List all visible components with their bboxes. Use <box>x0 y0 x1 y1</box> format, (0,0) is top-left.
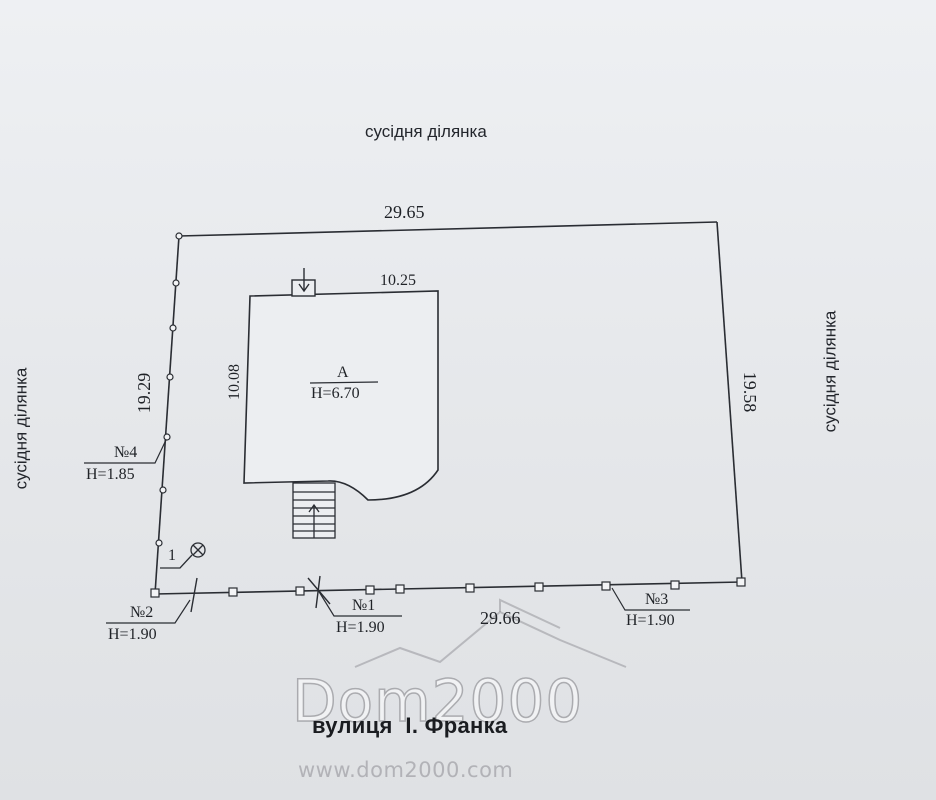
house-height-dimension: 10.08 <box>226 364 243 400</box>
well-circle <box>190 542 206 558</box>
fence-post <box>175 232 183 240</box>
entrance-marker <box>291 268 316 297</box>
point-2-number: №2 <box>130 604 154 621</box>
fence-post <box>365 585 375 595</box>
well-symbol <box>160 542 206 569</box>
fence-post <box>670 580 680 590</box>
left-fence-posts <box>155 232 183 547</box>
point-leaders <box>84 439 690 624</box>
neighbor-top-label: сусідня ділянка <box>365 122 487 141</box>
gate-marks <box>190 575 331 613</box>
porch-stairs <box>292 482 336 539</box>
fence-post <box>169 324 177 332</box>
house-width-dimension: 10.25 <box>380 272 416 289</box>
house-a-outline <box>243 290 439 501</box>
gate-mark <box>315 575 321 609</box>
fence-post <box>150 588 160 598</box>
house-a-shape <box>243 290 439 501</box>
point-1-leader <box>317 589 402 617</box>
point-4-height: Н=1.85 <box>86 466 135 483</box>
watermark-roof-line <box>354 610 627 668</box>
point-4-number: №4 <box>114 444 138 461</box>
fence-post <box>159 486 167 494</box>
fence-post <box>295 586 305 596</box>
fence-post <box>172 279 180 287</box>
fence-post <box>736 577 746 587</box>
point-1-height: Н=1.90 <box>336 619 385 636</box>
fence-post <box>395 584 405 594</box>
point-3-height: Н=1.90 <box>626 612 675 629</box>
point-2-height: Н=1.90 <box>108 626 157 643</box>
point-3-number: №3 <box>645 591 669 608</box>
fence-post <box>228 587 238 597</box>
fence-post <box>465 583 475 593</box>
plot-bottom-dimension: 29.66 <box>480 608 521 628</box>
building-letter: А <box>337 364 349 381</box>
well-leader <box>160 554 193 569</box>
entrance-arrow-head <box>298 283 310 293</box>
neighbor-right-label: сусідня ділянка <box>820 310 840 433</box>
fence-post <box>155 539 163 547</box>
point-3-leader <box>611 587 690 611</box>
fence-post <box>534 582 544 592</box>
boundary-bottom <box>154 581 743 595</box>
point-1-number: №1 <box>352 597 376 614</box>
boundary-right <box>716 221 743 583</box>
point-2-leader <box>106 599 191 624</box>
house-label-divider <box>309 381 379 384</box>
boundary-top <box>178 221 718 237</box>
fence-post <box>166 373 174 381</box>
building-height: Н=6.70 <box>311 385 360 402</box>
watermark-url: www.dom2000.com <box>298 758 514 782</box>
watermark-brand: Dom2000 <box>291 667 584 735</box>
plot-top-dimension: 29.65 <box>384 202 425 222</box>
street-name: вулиця І. Франка <box>312 713 508 738</box>
well-cross <box>192 544 204 556</box>
point-4-leader <box>84 439 167 464</box>
neighbor-left-label: сусідня ділянка <box>11 367 31 490</box>
watermark-roof <box>354 598 627 668</box>
fence-post <box>601 581 611 591</box>
stair-arrow-head <box>308 503 320 513</box>
plot-boundary <box>154 221 743 595</box>
plot-right-dimension: 19.58 <box>740 371 760 413</box>
watermark-roof-line <box>499 598 561 629</box>
bottom-fence-posts <box>150 577 746 598</box>
fence-post <box>163 433 171 441</box>
boundary-left <box>154 235 180 595</box>
plot-left-dimension: 19.29 <box>134 372 154 414</box>
well-label: 1 <box>168 547 176 564</box>
gate-mark <box>190 577 198 613</box>
